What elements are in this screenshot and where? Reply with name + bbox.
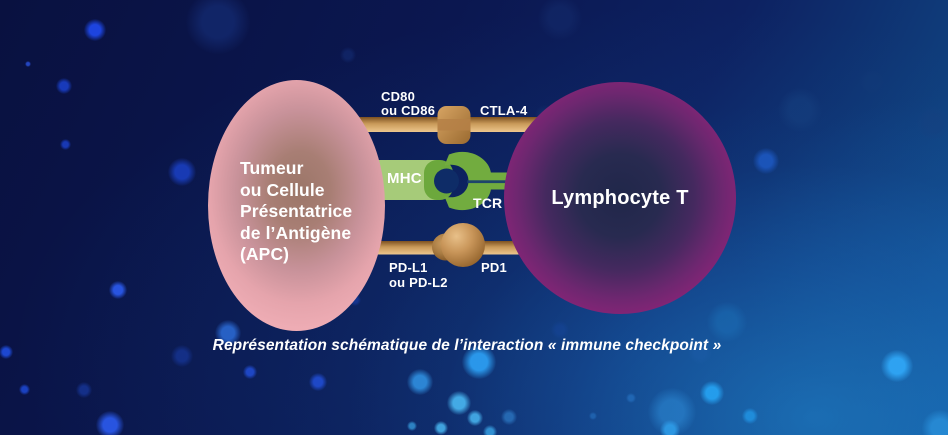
pd1-large-sphere bbox=[441, 223, 485, 267]
caption: Représentation schématique de l’interact… bbox=[212, 337, 722, 354]
lymphocyte-t-label: Lymphocyte T bbox=[551, 186, 689, 209]
apc-cell: Tumeur ou Cellule Présentatrice de l’Ant… bbox=[208, 80, 385, 331]
tcr-wrench bbox=[444, 151, 491, 211]
pd1-connector bbox=[356, 223, 552, 267]
pd1-label: PD1 bbox=[481, 260, 507, 275]
pdl1-pdl2-label: PD-L1 ou PD-L2 bbox=[389, 260, 448, 290]
ctla4-connector bbox=[356, 106, 552, 144]
cd80-cd86-label: CD80 ou CD86 bbox=[381, 89, 436, 118]
tcr-handle-line bbox=[467, 180, 532, 184]
mhc-tcr-gap bbox=[434, 168, 459, 194]
apc-cell-label: Tumeur ou Cellule Présentatrice de l’Ant… bbox=[240, 158, 353, 265]
ctla4-block-stripe bbox=[437, 119, 471, 131]
lymphocyte-t-cell: Lymphocyte T bbox=[504, 82, 736, 314]
ctla4-label: CTLA-4 bbox=[480, 103, 528, 118]
mhc-label: MHC bbox=[387, 170, 422, 187]
tcr-label: TCR bbox=[473, 195, 503, 211]
